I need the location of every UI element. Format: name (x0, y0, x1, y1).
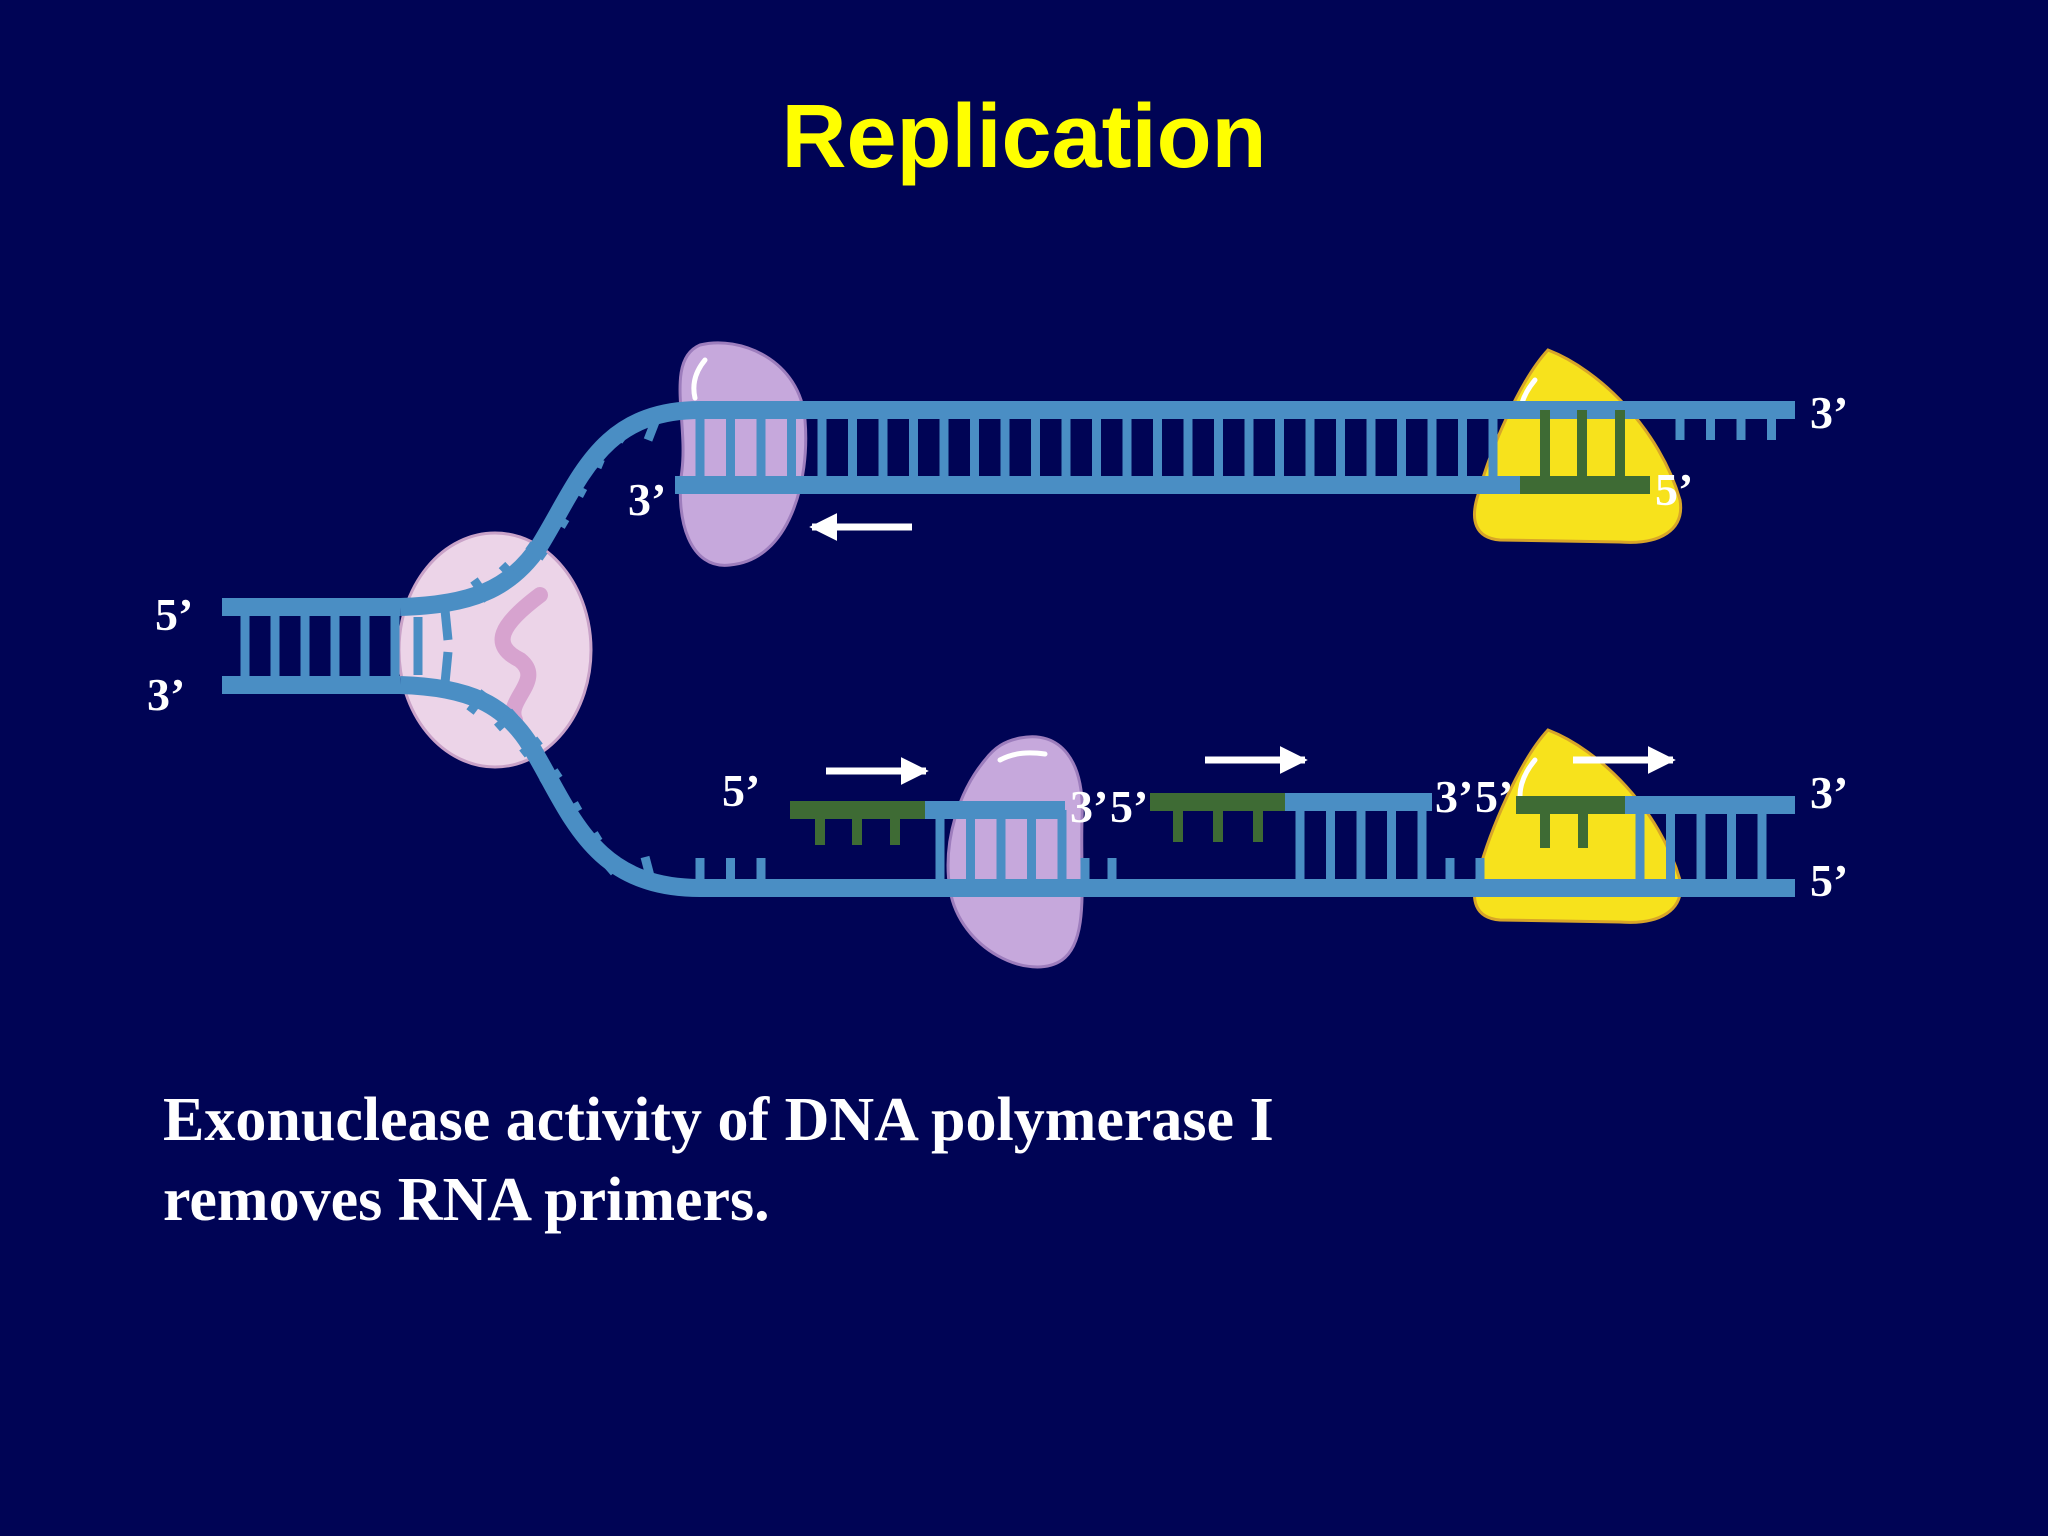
slide-caption: Exonuclease activity of DNA polymerase I… (163, 1080, 1963, 1240)
direction-arrows (809, 513, 1676, 785)
label-fragment1-3prime: 3’ (1070, 781, 1108, 832)
caption-line-2: removes RNA primers. (163, 1166, 770, 1234)
label-fragment3-5prime: 5’ (1475, 771, 1513, 822)
caption-line-1: Exonuclease activity of DNA polymerase I (163, 1086, 1274, 1154)
label-parent-3prime: 3’ (147, 669, 185, 720)
label-fragment2-5prime: 5’ (1110, 781, 1148, 832)
polymerase-i-lower (1473, 728, 1683, 924)
label-lower-new-5prime: 5’ (722, 765, 760, 816)
label-upper-primer-5prime: 5’ (1655, 464, 1693, 515)
lower-fragment-rungs (935, 802, 1767, 888)
okazaki-fragment-3 (1516, 796, 1795, 848)
label-lower-right-3prime: 3’ (1810, 767, 1848, 818)
upper-new-strand (675, 410, 1650, 494)
label-parent-5prime: 5’ (155, 589, 193, 640)
label-upper-template-3prime: 3’ (1810, 387, 1848, 438)
polymerase-iii-lagging (946, 735, 1084, 969)
slide-title: Replication (781, 87, 1267, 187)
label-upper-new-3prime: 3’ (628, 474, 666, 525)
polymerase-iii-leading (678, 341, 808, 567)
parental-dna-duplex (222, 598, 453, 694)
label-lower-right-5prime: 5’ (1810, 855, 1848, 906)
upper-template-strand (399, 401, 1795, 616)
okazaki-fragment-1 (790, 801, 1065, 845)
lower-template-strand (399, 676, 1795, 897)
label-fragment2-3prime: 3’ (1435, 771, 1473, 822)
helicase (397, 531, 593, 769)
